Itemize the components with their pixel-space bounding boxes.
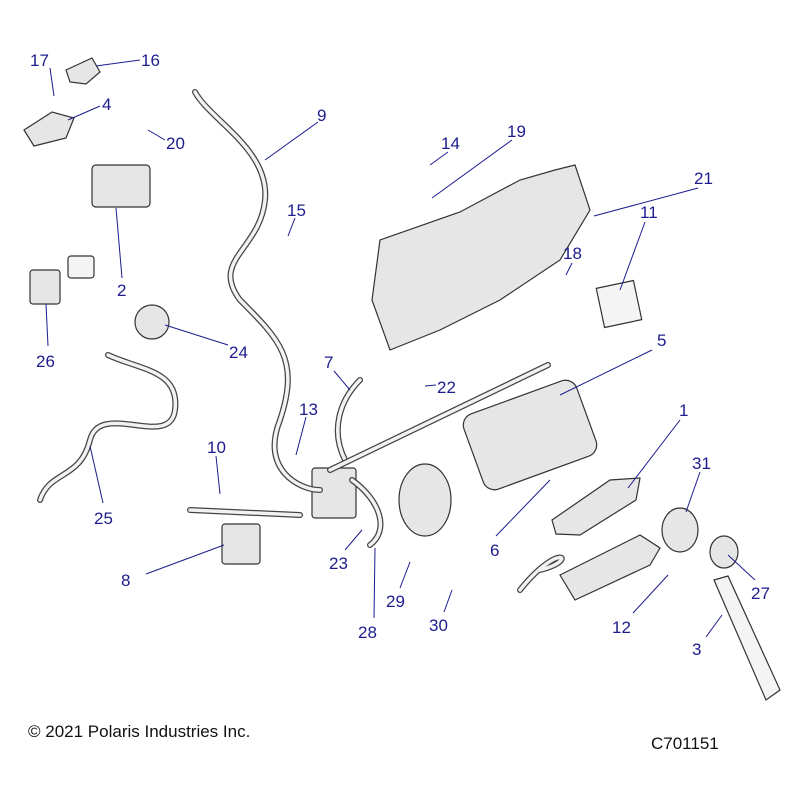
- copyright-notice: © 2021 Polaris Industries Inc.: [28, 722, 251, 741]
- leader-lines: [45, 59, 756, 638]
- part-5-winch-drum: [462, 379, 598, 491]
- part-16-clip: [65, 57, 101, 85]
- callout-12: 12: [612, 618, 631, 637]
- part-31-bumper: [661, 507, 699, 553]
- callout-8: 8: [121, 571, 130, 590]
- part-8-contactor: [221, 523, 261, 565]
- callout-15: 15: [287, 201, 306, 220]
- part-1-bracket: [551, 477, 641, 536]
- callout-23: 23: [329, 554, 348, 573]
- callout-28: 28: [358, 623, 377, 642]
- part-26-switch: [29, 269, 61, 305]
- callout-19: 19: [507, 122, 526, 141]
- diagram-id: C701151: [651, 734, 719, 753]
- part-5-motor: [398, 463, 452, 537]
- callout-14: 14: [441, 134, 460, 153]
- part-4-cover: [23, 111, 75, 147]
- part-11-label: [595, 279, 643, 329]
- callout-16: 16: [141, 51, 160, 70]
- callout-6: 6: [490, 541, 499, 560]
- callout-22: 22: [437, 378, 456, 397]
- callout-17: 17: [30, 51, 49, 70]
- part-24-connector: [134, 304, 170, 340]
- callout-29: 29: [386, 592, 405, 611]
- callout-11: 11: [640, 203, 658, 222]
- callout-30: 30: [429, 616, 448, 635]
- part-shapes: [23, 57, 781, 701]
- part-2-module: [91, 164, 151, 208]
- callout-27: 27: [751, 584, 770, 603]
- callout-10: 10: [207, 438, 226, 457]
- callout-2: 2: [117, 281, 126, 300]
- callout-26: 26: [36, 352, 55, 371]
- part-fairlead: [559, 534, 661, 601]
- callout-4: 4: [102, 95, 111, 114]
- callout-25: 25: [94, 509, 113, 528]
- callout-18: 18: [563, 244, 582, 263]
- callout-20: 20: [166, 134, 185, 153]
- part-3-hook-strap: [713, 575, 781, 701]
- callout-13: 13: [299, 400, 318, 419]
- part-27-stopper: [709, 535, 739, 569]
- part-26-bezel: [67, 255, 95, 279]
- callout-24: 24: [229, 343, 248, 362]
- callout-31: 31: [692, 454, 711, 473]
- callout-7: 7: [324, 353, 333, 372]
- part-19-plate: [371, 164, 591, 351]
- part-contactor-main: [311, 467, 357, 519]
- callout-9: 9: [317, 106, 326, 125]
- callout-numbers: 17 16 4 20 9 14 19 21 15 2 11 18 26 24 5…: [30, 51, 770, 659]
- callout-3: 3: [692, 640, 701, 659]
- callout-5: 5: [657, 331, 666, 350]
- callout-21: 21: [694, 169, 713, 188]
- wire-harnesses: [37, 89, 565, 593]
- callout-1: 1: [679, 401, 688, 420]
